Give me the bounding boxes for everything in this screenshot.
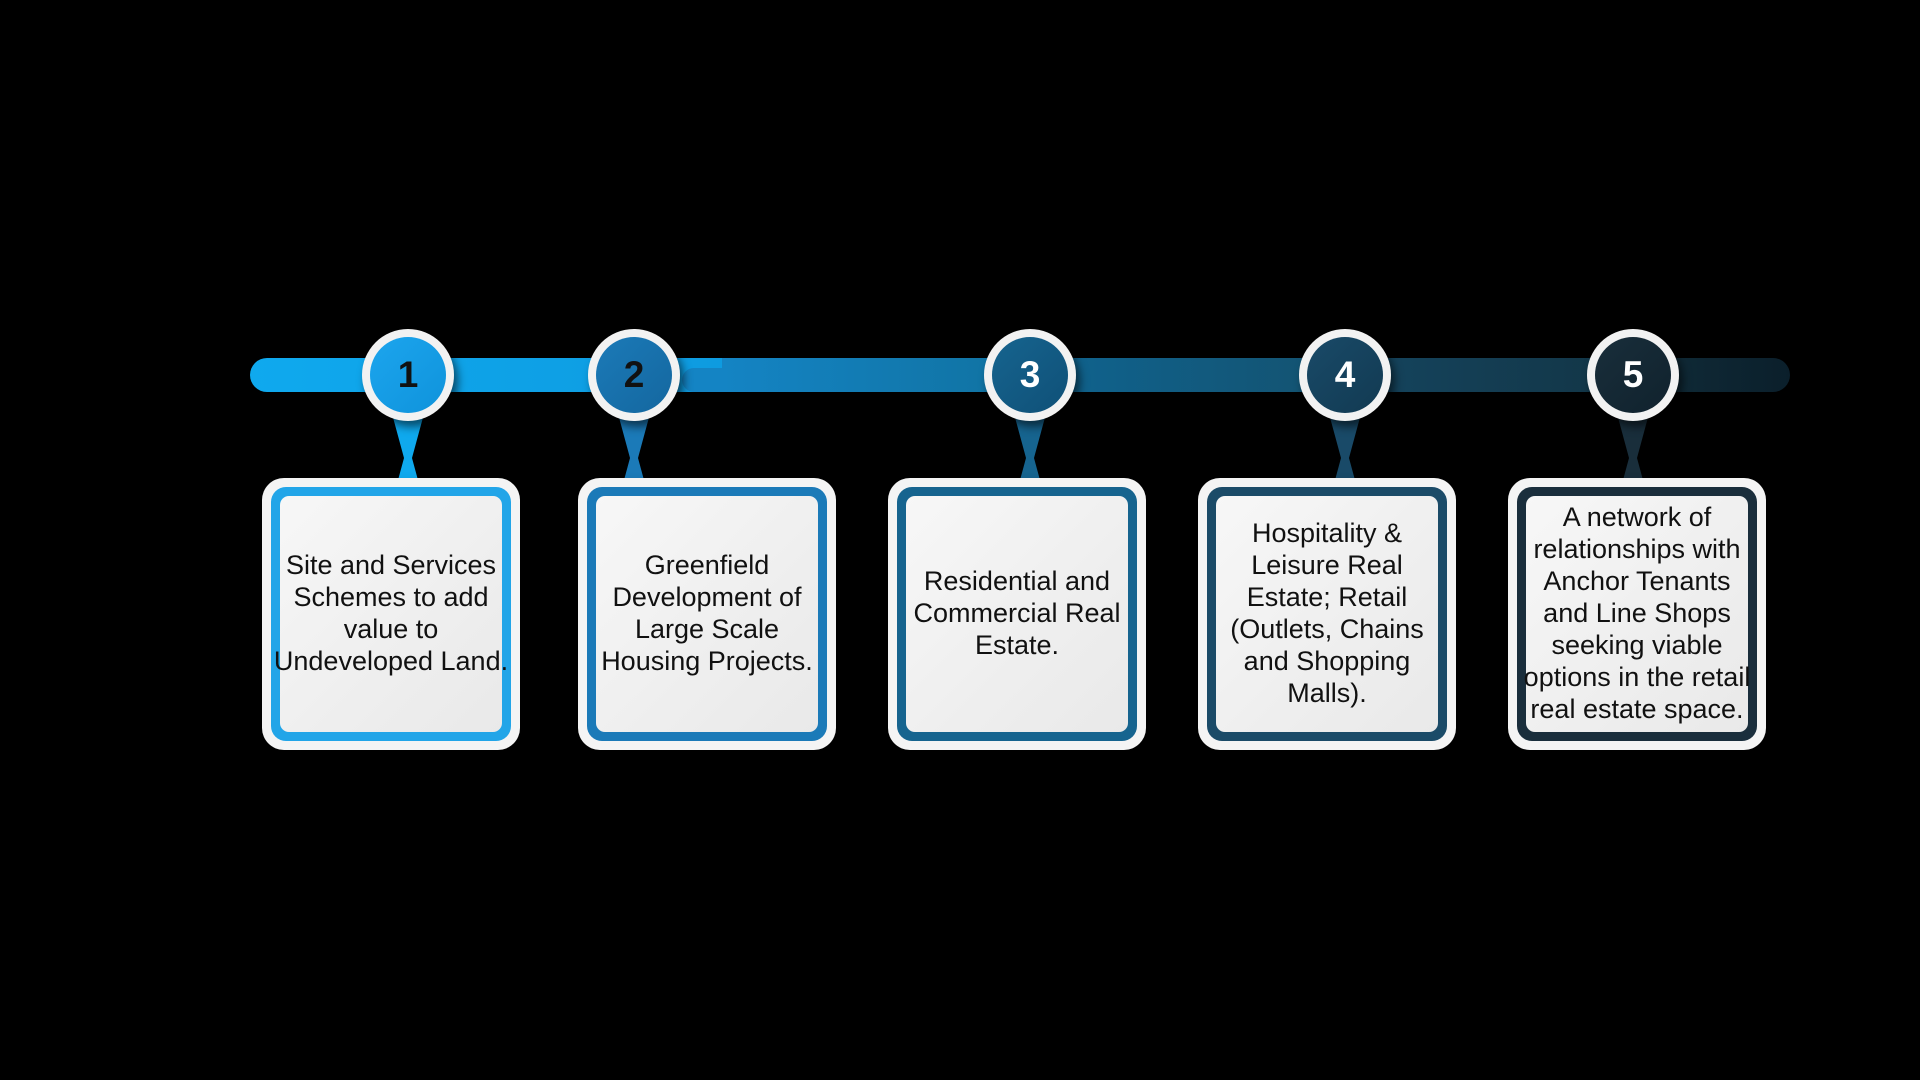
- step-card-inner-1: Site and Services Schemes to add value t…: [274, 496, 508, 732]
- timeline-node-4[interactable]: 4: [1299, 329, 1391, 421]
- timeline-node-1[interactable]: 1: [362, 329, 454, 421]
- timeline-node-2[interactable]: 2: [588, 329, 680, 421]
- step-card-text-5: A network of relationships with Anchor T…: [1523, 502, 1751, 724]
- step-card-text-1: Site and Services Schemes to add value t…: [273, 550, 509, 676]
- timeline-node-number-3: 3: [992, 337, 1068, 413]
- step-card-text-4: Hospitality & Leisure Real Estate; Retai…: [1230, 518, 1424, 708]
- step-card-border-5: A network of relationships with Anchor T…: [1517, 487, 1757, 741]
- timeline-node-5[interactable]: 5: [1587, 329, 1679, 421]
- step-card-border-4: Hospitality & Leisure Real Estate; Retai…: [1207, 487, 1447, 741]
- step-card-inner-3: Residential and Commercial Real Estate.: [906, 496, 1128, 732]
- step-card-border-2: Greenfield Development of Large Scale Ho…: [587, 487, 827, 741]
- step-card-text-2: Greenfield Development of Large Scale Ho…: [601, 550, 813, 676]
- step-card-2[interactable]: Greenfield Development of Large Scale Ho…: [578, 478, 836, 750]
- step-card-text-3: Residential and Commercial Real Estate.: [913, 566, 1121, 660]
- step-card-4[interactable]: Hospitality & Leisure Real Estate; Retai…: [1198, 478, 1456, 750]
- timeline-node-number-1: 1: [370, 337, 446, 413]
- step-card-border-1: Site and Services Schemes to add value t…: [271, 487, 511, 741]
- step-card-border-3: Residential and Commercial Real Estate.: [897, 487, 1137, 741]
- timeline-node-number-5: 5: [1595, 337, 1671, 413]
- step-card-3[interactable]: Residential and Commercial Real Estate.: [888, 478, 1146, 750]
- step-card-inner-5: A network of relationships with Anchor T…: [1524, 496, 1750, 732]
- timeline-node-number-2: 2: [596, 337, 672, 413]
- step-card-1[interactable]: Site and Services Schemes to add value t…: [262, 478, 520, 750]
- timeline-node-number-4: 4: [1307, 337, 1383, 413]
- timeline-node-3[interactable]: 3: [984, 329, 1076, 421]
- timeline-segment-3: [1040, 358, 1350, 392]
- step-card-5[interactable]: A network of relationships with Anchor T…: [1508, 478, 1766, 750]
- step-card-inner-4: Hospitality & Leisure Real Estate; Retai…: [1216, 496, 1438, 732]
- step-card-inner-2: Greenfield Development of Large Scale Ho…: [596, 496, 818, 732]
